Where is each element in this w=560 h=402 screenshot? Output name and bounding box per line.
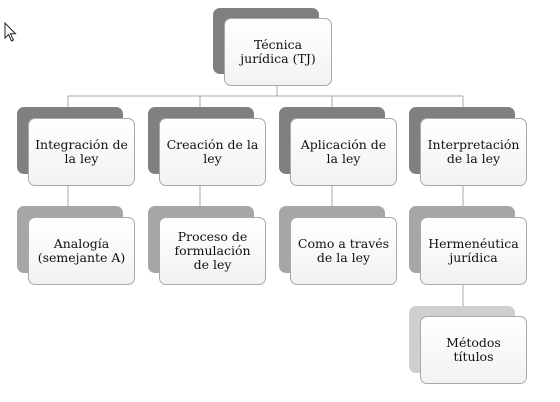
branch-node-card: Aplicación de la ley — [290, 118, 397, 186]
child-node-label: Proceso de formulación de ley — [174, 229, 251, 272]
root-node-card: Técnica jurídica (TJ) — [224, 18, 332, 86]
child-node-label: Analogía (semejante A) — [37, 236, 126, 265]
child-node-card: Proceso de formulación de ley — [159, 217, 266, 285]
child-node-card: Analogía (semejante A) — [28, 217, 135, 285]
branch-node-card: Integración de la ley — [28, 118, 135, 186]
branch-node-label: Integración de la ley — [35, 137, 128, 166]
branch-node-label: Interpretación de la ley — [427, 137, 520, 166]
mouse-pointer-icon — [4, 21, 18, 48]
root-node-label: Técnica jurídica (TJ) — [240, 37, 316, 66]
branch-node-label: Creación de la ley — [166, 137, 259, 166]
child-node-label: Como a través de la ley — [297, 236, 390, 265]
grandchild-node-card: Métodos títulos — [420, 316, 527, 384]
child-node-label: Hermenéutica jurídica — [428, 236, 519, 265]
branch-node-label: Aplicación de la ley — [300, 137, 387, 166]
child-node-card: Como a través de la ley — [290, 217, 397, 285]
branch-node-card: Creación de la ley — [159, 118, 266, 186]
child-node-card: Hermenéutica jurídica — [420, 217, 527, 285]
grandchild-node-label: Métodos títulos — [446, 335, 501, 364]
branch-node-card: Interpretación de la ley — [420, 118, 527, 186]
